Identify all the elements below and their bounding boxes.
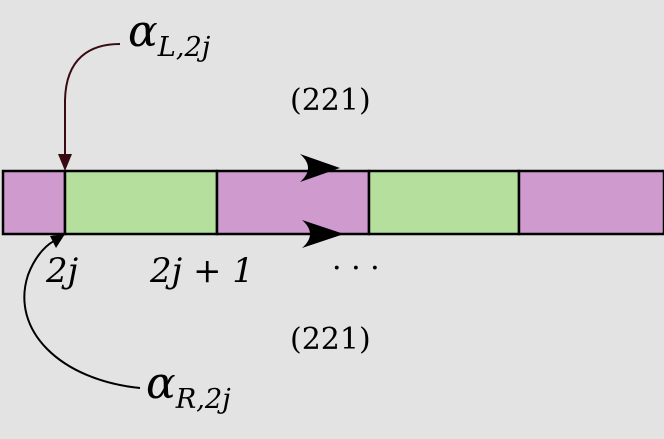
alpha-l-label: αL,2j — [128, 10, 210, 61]
rightward-arrow — [302, 220, 344, 248]
cell-2j-plus-1-label: 2j + 1 — [150, 251, 254, 291]
alpha-r-symbol: α — [146, 358, 176, 409]
cell-3 — [215, 169, 371, 236]
alpha-l-subscript: L,2j — [157, 31, 211, 63]
alpha-r-label: αR,2j — [146, 362, 231, 413]
ellipsis-label: · · · — [332, 251, 380, 286]
alpha-r-pointer — [23, 234, 141, 389]
top-code-label: (221) — [290, 83, 371, 118]
leftward-arrow — [300, 154, 340, 182]
alpha-r-subscript: R,2j — [175, 383, 231, 415]
cell-2j-label: 2j — [46, 251, 79, 291]
cell-4 — [367, 169, 521, 236]
cell-2 — [63, 169, 219, 236]
cell-1 — [1, 169, 67, 236]
cell-5 — [517, 169, 664, 236]
alpha-l-symbol: α — [128, 6, 158, 57]
bottom-code-label: (221) — [290, 322, 371, 357]
cell-strip — [1, 169, 664, 236]
alpha-l-pointer — [58, 43, 121, 171]
